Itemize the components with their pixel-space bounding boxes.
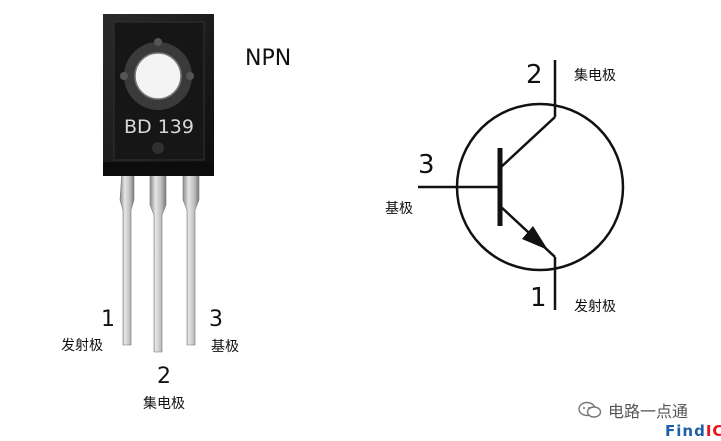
symbol-base-number: 3 — [418, 150, 435, 180]
package-pin-2-number: 2 — [157, 364, 171, 389]
findic-logo-ic: IC — [705, 422, 721, 440]
symbol-emitter-number: 1 — [530, 283, 547, 313]
lead-1 — [119, 169, 135, 346]
collector-branch — [499, 116, 556, 169]
symbol-collector-number: 2 — [526, 60, 543, 90]
symbol-emitter-name: 发射极 — [574, 299, 616, 315]
package-pin-1-number: 1 — [101, 307, 115, 332]
wechat-watermark: 电路一点通 — [578, 398, 688, 422]
package-pin-1-name: 发射极 — [61, 338, 103, 354]
package-pin-2-name: 集电极 — [143, 396, 185, 412]
wechat-icon — [578, 401, 602, 418]
emitter-arrow — [522, 226, 548, 250]
package-body — [103, 14, 214, 176]
lead-3 — [182, 169, 200, 346]
part-marking: BD 139 — [124, 116, 194, 138]
findic-logo: FindIC — [665, 422, 721, 440]
package-pin-3-name: 基极 — [211, 339, 239, 355]
transistor-package — [103, 14, 214, 353]
findic-logo-find: Find — [665, 422, 706, 440]
symbol-base-name: 基极 — [385, 201, 413, 217]
package-pin-3-number: 3 — [209, 307, 223, 332]
wechat-account-name: 电路一点通 — [608, 402, 689, 421]
type-label: NPN — [245, 46, 292, 71]
symbol-collector-name: 集电极 — [574, 68, 616, 84]
lead-2 — [149, 169, 167, 353]
npn-symbol — [418, 60, 625, 310]
